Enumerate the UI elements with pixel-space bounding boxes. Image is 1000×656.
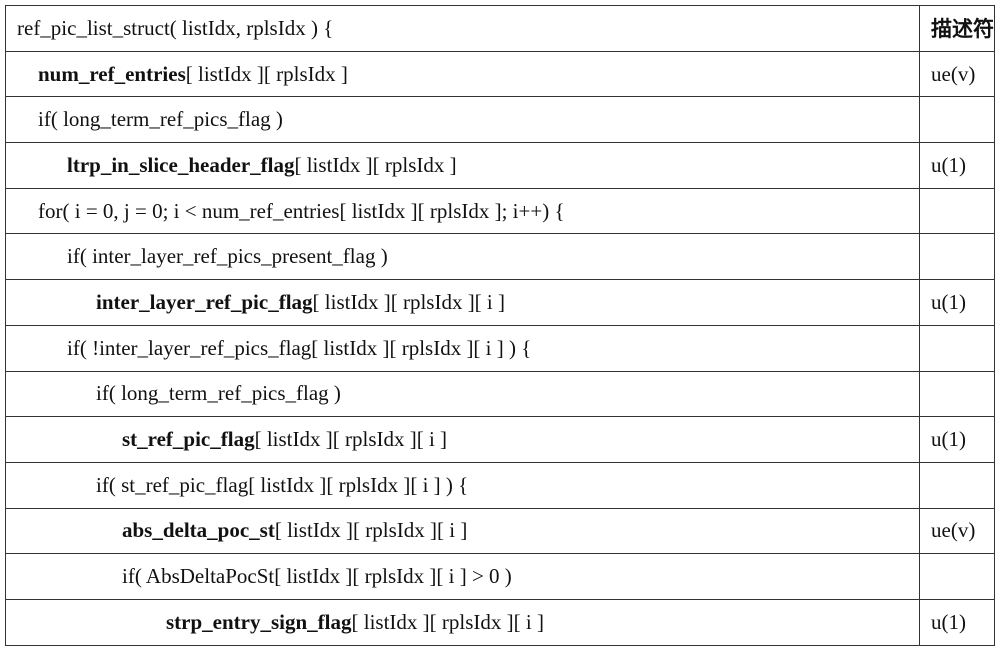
table-row: ltrp_in_slice_header_flag[ listIdx ][ rp… — [6, 143, 995, 189]
syntax-cell: num_ref_entries[ listIdx ][ rplsIdx ] — [6, 51, 920, 97]
syntax-cell: if( long_term_ref_pics_flag ) — [6, 371, 920, 417]
table-row: if( inter_layer_ref_pics_present_flag ) — [6, 234, 995, 280]
descriptor-cell — [920, 325, 995, 371]
table-row: if( long_term_ref_pics_flag ) — [6, 97, 995, 143]
table-row: if( long_term_ref_pics_flag ) — [6, 371, 995, 417]
syntax-cell: if( inter_layer_ref_pics_present_flag ) — [6, 234, 920, 280]
syntax-text: if( AbsDeltaPocSt[ listIdx ][ rplsIdx ][… — [122, 564, 512, 588]
syntax-element-name: num_ref_entries — [38, 62, 186, 86]
descriptor-cell — [920, 188, 995, 234]
table-row: if( AbsDeltaPocSt[ listIdx ][ rplsIdx ][… — [6, 554, 995, 600]
syntax-cell: if( !inter_layer_ref_pics_flag[ listIdx … — [6, 325, 920, 371]
table-header-row: ref_pic_list_struct( listIdx, rplsIdx ) … — [6, 6, 995, 52]
syntax-element-name: st_ref_pic_flag — [122, 427, 255, 451]
syntax-text: if( !inter_layer_ref_pics_flag[ listIdx … — [67, 336, 531, 360]
syntax-cell: abs_delta_poc_st[ listIdx ][ rplsIdx ][ … — [6, 508, 920, 554]
syntax-element-name: abs_delta_poc_st — [122, 518, 275, 542]
descriptor-cell: u(1) — [920, 280, 995, 326]
descriptor-cell: u(1) — [920, 417, 995, 463]
syntax-element-name: ltrp_in_slice_header_flag — [67, 153, 294, 177]
descriptor-cell: ue(v) — [920, 51, 995, 97]
syntax-cell: strp_entry_sign_flag[ listIdx ][ rplsIdx… — [6, 599, 920, 645]
syntax-cell: if( long_term_ref_pics_flag ) — [6, 97, 920, 143]
syntax-text: [ listIdx ][ rplsIdx ][ i ] — [313, 290, 505, 314]
syntax-text: [ listIdx ][ rplsIdx ] — [294, 153, 456, 177]
syntax-text: [ listIdx ][ rplsIdx ] — [186, 62, 348, 86]
descriptor-cell: ue(v) — [920, 508, 995, 554]
syntax-header: ref_pic_list_struct( listIdx, rplsIdx ) … — [6, 6, 920, 52]
syntax-cell: if( AbsDeltaPocSt[ listIdx ][ rplsIdx ][… — [6, 554, 920, 600]
syntax-text: [ listIdx ][ rplsIdx ][ i ] — [352, 610, 544, 634]
descriptor-cell — [920, 97, 995, 143]
syntax-table: ref_pic_list_struct( listIdx, rplsIdx ) … — [5, 5, 995, 646]
syntax-element-name: inter_layer_ref_pic_flag — [96, 290, 313, 314]
descriptor-cell: u(1) — [920, 599, 995, 645]
descriptor-cell: u(1) — [920, 143, 995, 189]
syntax-text: [ listIdx ][ rplsIdx ][ i ] — [275, 518, 467, 542]
syntax-text: for( i = 0, j = 0; i < num_ref_entries[ … — [38, 199, 565, 223]
table-row: inter_layer_ref_pic_flag[ listIdx ][ rpl… — [6, 280, 995, 326]
descriptor-cell — [920, 554, 995, 600]
descriptor-cell — [920, 234, 995, 280]
syntax-text: [ listIdx ][ rplsIdx ][ i ] — [255, 427, 447, 451]
table-row: st_ref_pic_flag[ listIdx ][ rplsIdx ][ i… — [6, 417, 995, 463]
syntax-cell: inter_layer_ref_pic_flag[ listIdx ][ rpl… — [6, 280, 920, 326]
syntax-element-name: strp_entry_sign_flag — [166, 610, 352, 634]
table-row: for( i = 0, j = 0; i < num_ref_entries[ … — [6, 188, 995, 234]
table-row: strp_entry_sign_flag[ listIdx ][ rplsIdx… — [6, 599, 995, 645]
descriptor-header: 描述符 — [920, 6, 995, 52]
syntax-cell: ltrp_in_slice_header_flag[ listIdx ][ rp… — [6, 143, 920, 189]
descriptor-cell — [920, 462, 995, 508]
syntax-text: if( inter_layer_ref_pics_present_flag ) — [67, 244, 388, 268]
syntax-cell: for( i = 0, j = 0; i < num_ref_entries[ … — [6, 188, 920, 234]
table-row: abs_delta_poc_st[ listIdx ][ rplsIdx ][ … — [6, 508, 995, 554]
table-row: if( !inter_layer_ref_pics_flag[ listIdx … — [6, 325, 995, 371]
table-row: if( st_ref_pic_flag[ listIdx ][ rplsIdx … — [6, 462, 995, 508]
table-row: num_ref_entries[ listIdx ][ rplsIdx ]ue(… — [6, 51, 995, 97]
syntax-cell: st_ref_pic_flag[ listIdx ][ rplsIdx ][ i… — [6, 417, 920, 463]
syntax-text: if( long_term_ref_pics_flag ) — [38, 107, 283, 131]
syntax-text: if( long_term_ref_pics_flag ) — [96, 381, 341, 405]
syntax-text: if( st_ref_pic_flag[ listIdx ][ rplsIdx … — [96, 473, 468, 497]
syntax-cell: if( st_ref_pic_flag[ listIdx ][ rplsIdx … — [6, 462, 920, 508]
descriptor-cell — [920, 371, 995, 417]
